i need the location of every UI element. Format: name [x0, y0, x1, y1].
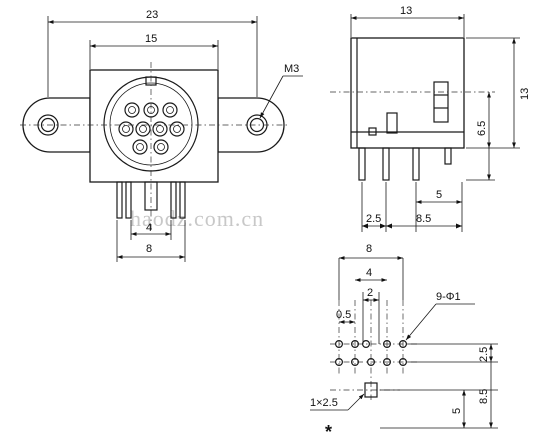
pin-holes	[118, 102, 185, 155]
dim-fp-inner: 4	[366, 267, 372, 279]
dim-fp-row: 2.5	[478, 347, 490, 362]
dim-fp-offset: 0.5	[336, 309, 351, 321]
front-pins	[116, 181, 186, 219]
dim-side-pitch-b: 8.5	[416, 213, 431, 225]
thread-label: M3	[284, 63, 299, 75]
dim-side-height: 13	[519, 88, 531, 100]
pcb-footprint: 8 4 2 0.5 9-Φ1 2.5 8.5 5 1×2.5 *	[310, 243, 498, 440]
reference-mark: *	[325, 422, 332, 440]
dim-fp-to-slot: 5	[451, 408, 463, 414]
dim-fp-to-ref: 8.5	[478, 389, 490, 404]
dim-pin-span: 8	[146, 243, 152, 255]
slot-callout: 1×2.5	[310, 397, 338, 409]
dim-mount-width: 15	[145, 33, 157, 45]
dim-pin-offset: 4	[146, 222, 152, 234]
dim-side-pitch-a: 2.5	[366, 213, 381, 225]
dim-side-lead: 5	[436, 189, 442, 201]
dim-fp-width: 8	[366, 243, 372, 255]
hole-callout: 9-Φ1	[436, 291, 461, 303]
footprint-holes	[335, 340, 408, 367]
dim-side-upper: 6.5	[476, 121, 488, 136]
dim-side-depth: 13	[400, 5, 412, 17]
footprint-slot	[364, 382, 378, 398]
side-housing	[350, 37, 465, 149]
front-view: 23 15 M3 4 8	[20, 9, 303, 262]
dim-fp-centre: 2	[367, 287, 373, 299]
side-pins	[358, 147, 452, 181]
dim-overall-width: 23	[146, 9, 158, 21]
side-view: 13 13 6.5 5 2.5 8.5	[330, 5, 531, 232]
